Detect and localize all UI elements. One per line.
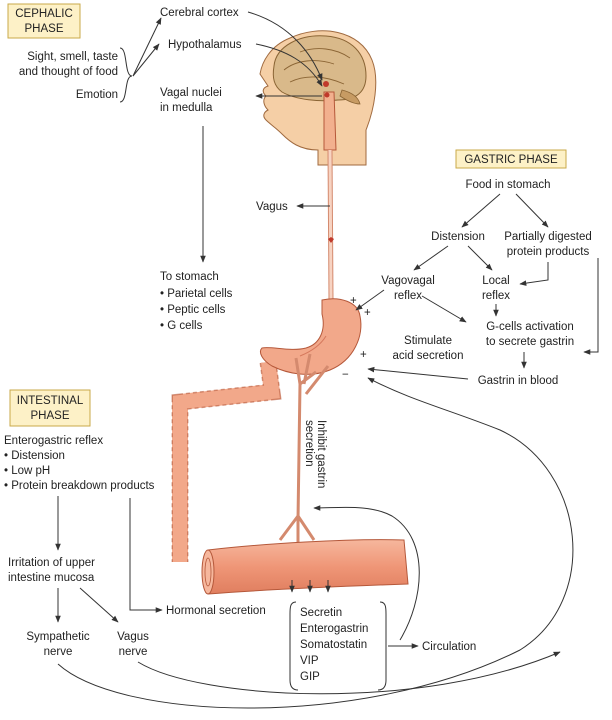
arrow-to-hypothalamus: [132, 43, 160, 77]
gastrin-blood-label: Gastrin in blood: [478, 375, 559, 387]
cephalic-stimuli: Sight, smell, taste and thought of food …: [19, 17, 162, 103]
intestine-illustration: [201, 539, 409, 595]
gastric-phase-label: GASTRIC PHASE: [464, 154, 558, 166]
arrow-to-cortex: [132, 17, 162, 77]
hormone-gip: GIP: [300, 671, 320, 683]
stimuli-line-1: Sight, smell, taste: [27, 51, 118, 63]
circulation-label: Circulation: [422, 641, 476, 653]
sympathetic-line-1: Sympathetic: [26, 631, 90, 643]
gastric-phase-box: GASTRIC PHASE: [455, 149, 567, 169]
gcells-line-1: G-cells activation: [486, 321, 574, 333]
partially-digested-line-2: protein products: [507, 246, 590, 258]
to-stomach-label: To stomach: [160, 271, 219, 283]
distension-label: Distension: [431, 231, 485, 243]
cephalic-phase-box: CEPHALIC PHASE: [7, 3, 81, 39]
irritation-line-1: Irritation of upper: [8, 557, 95, 569]
intestinal-phase-line-2: PHASE: [31, 410, 70, 422]
hormonal-secretion-label: Hormonal secretion: [166, 605, 266, 617]
hormone-vip: VIP: [300, 655, 319, 667]
head-illustration: [259, 30, 377, 166]
reflex-item-low-ph: • Low pH: [4, 465, 50, 477]
arrow-cortex-to-brain: [247, 11, 323, 81]
plus-sign-3: +: [360, 349, 367, 361]
target-parietal: • Parietal cells: [160, 288, 233, 300]
vagus-trunk: [327, 149, 334, 301]
hormone-somatostatin: Somatostatin: [300, 639, 367, 651]
hormone-enterogastrin: Enterogastrin: [300, 623, 368, 635]
vagal-nuclei-line-1: Vagal nuclei: [160, 87, 222, 99]
cephalic-phase-line-2: PHASE: [25, 23, 64, 35]
reflex-item-distension: • Distension: [4, 450, 65, 462]
stimulate-line-2: acid secretion: [393, 350, 464, 362]
vagus-nerve-line-1: Vagus: [117, 631, 149, 643]
arrow-hypothalamus-to-brain: [255, 43, 323, 87]
sympathetic-line-2: nerve: [44, 646, 73, 658]
enterogastric-reflex-title: Enterogastric reflex: [4, 435, 103, 447]
intestinal-phase-line-1: INTESTINAL: [17, 395, 84, 407]
hypothalamus-label: Hypothalamus: [168, 39, 242, 51]
cerebral-cortex-label: Cerebral cortex: [160, 7, 239, 19]
reflex-item-protein: • Protein breakdown products: [4, 480, 155, 492]
stimuli-brace: [119, 47, 133, 103]
plus-sign-2: +: [364, 307, 371, 319]
stimuli-line-2: and thought of food: [19, 66, 118, 78]
vagus-label: Vagus: [256, 201, 288, 213]
minus-sign: −: [342, 369, 349, 381]
intestinal-arrows: [55, 377, 574, 709]
local-reflex-line-2: reflex: [482, 290, 510, 302]
vagovagal-line-2: reflex: [394, 290, 422, 302]
vagal-nuclei-line-2: in medulla: [160, 102, 213, 114]
vagus-nerve-line-2: nerve: [119, 646, 148, 658]
stomach-targets: To stomach • Parietal cells • Peptic cel…: [160, 271, 233, 332]
partially-digested-line-1: Partially digested: [504, 231, 592, 243]
inhibit-gastrin-line-2: secretion: [303, 420, 315, 467]
irritation-line-2: intestine mucosa: [8, 572, 95, 584]
vagovagal-line-1: Vagovagal: [381, 275, 435, 287]
gastric-arrows: [355, 193, 599, 380]
cephalic-phase-line-1: CEPHALIC: [15, 8, 73, 20]
target-gcells: • G cells: [160, 320, 203, 332]
intestinal-phase-box: INTESTINAL PHASE: [9, 389, 91, 427]
hormone-secretin: Secretin: [300, 607, 342, 619]
plus-sign-1: +: [350, 295, 357, 307]
local-reflex-line-1: Local: [482, 275, 510, 287]
gcells-line-2: to secrete gastrin: [486, 336, 574, 348]
target-peptic: • Peptic cells: [160, 304, 226, 316]
stomach-illustration: [171, 298, 362, 562]
inhibit-gastrin-line-1: Inhibit gastrin: [315, 420, 327, 488]
emotion-label: Emotion: [76, 89, 118, 101]
hormones-list: Secretin Enterogastrin Somatostatin VIP …: [289, 601, 387, 691]
food-in-stomach-label: Food in stomach: [465, 179, 550, 191]
stimulate-line-1: Stimulate: [404, 335, 452, 347]
